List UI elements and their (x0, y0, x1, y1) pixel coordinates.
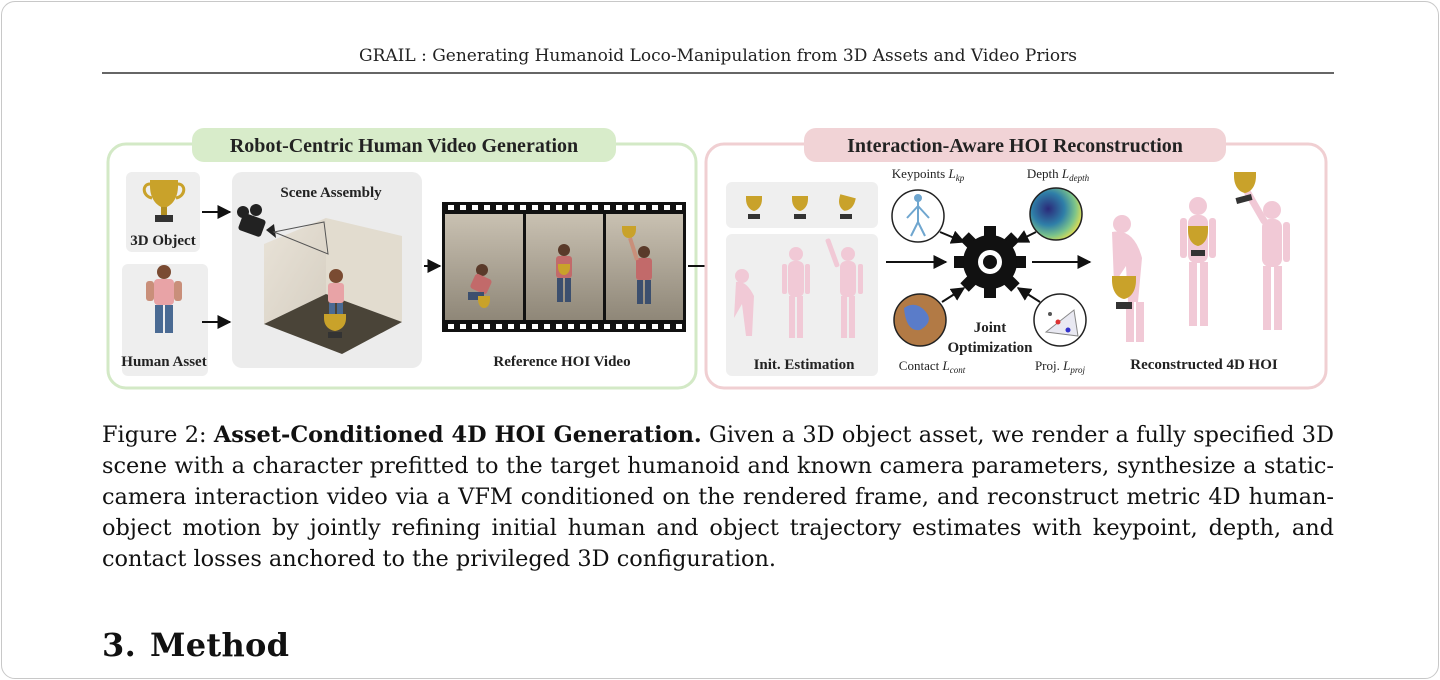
section-number: 3. (102, 626, 137, 664)
right-panel-title: Interaction-Aware HOI Reconstruction (847, 135, 1183, 157)
caption-label: Figure 2: (102, 422, 207, 448)
joint-label-line1: Joint (974, 320, 1007, 336)
figure-caption: Figure 2: Asset-Conditioned 4D HOI Gener… (102, 420, 1334, 575)
trophy-icon (142, 180, 186, 222)
init-human-meshes (734, 238, 863, 338)
left-panel-title: Robot-Centric Human Video Generation (230, 135, 578, 157)
scene-room (264, 218, 402, 354)
left-panel-title-bg (192, 128, 616, 162)
recon-label: Reconstructed 4D HOI (1130, 357, 1278, 373)
projection-icon (1044, 309, 1079, 337)
right-panel-title-bg (804, 128, 1226, 162)
human-asset-figure (146, 265, 182, 333)
right-panel: Interaction-Aware HOI Reconstruction Ini… (704, 128, 1328, 390)
init-label: Init. Estimation (754, 357, 856, 373)
depth-loss-label: Depth Ldepth (1027, 166, 1090, 183)
depth-thumb (1029, 187, 1083, 241)
proj-loss-label: Proj. Lproj (1035, 358, 1086, 375)
section-heading: 3. Method (102, 626, 289, 664)
caption-title: Asset-Conditioned 4D HOI Generation. (213, 422, 702, 448)
skeleton-icon (906, 194, 930, 237)
figure-2: Robot-Centric Human Video Generation 3D … (106, 126, 1332, 394)
gear-icon (954, 226, 1026, 298)
camera-icon (237, 204, 329, 255)
reference-video-filmstrip (442, 202, 686, 332)
reconstructed-meshes (1112, 172, 1290, 342)
proj-thumb (1033, 293, 1087, 347)
hand-icon (904, 304, 929, 331)
keypoints-loss-label: Keypoints Lkp (892, 166, 965, 183)
joint-label-line2: Optimization (948, 340, 1034, 356)
header-rule (102, 72, 1334, 74)
scene-label: Scene Assembly (280, 185, 382, 201)
section-title: Method (150, 626, 290, 664)
video-label: Reference HOI Video (493, 354, 630, 370)
init-trophies (746, 194, 856, 219)
human-label: Human Asset (121, 354, 206, 370)
left-panel: Robot-Centric Human Video Generation 3D … (106, 128, 698, 390)
object-label: 3D Object (130, 233, 195, 249)
caption-body: Given a 3D object asset, we render a ful… (102, 422, 1334, 572)
contact-loss-label: Contact Lcont (899, 358, 966, 375)
running-head: GRAIL : Generating Humanoid Loco-Manipul… (359, 46, 1077, 66)
